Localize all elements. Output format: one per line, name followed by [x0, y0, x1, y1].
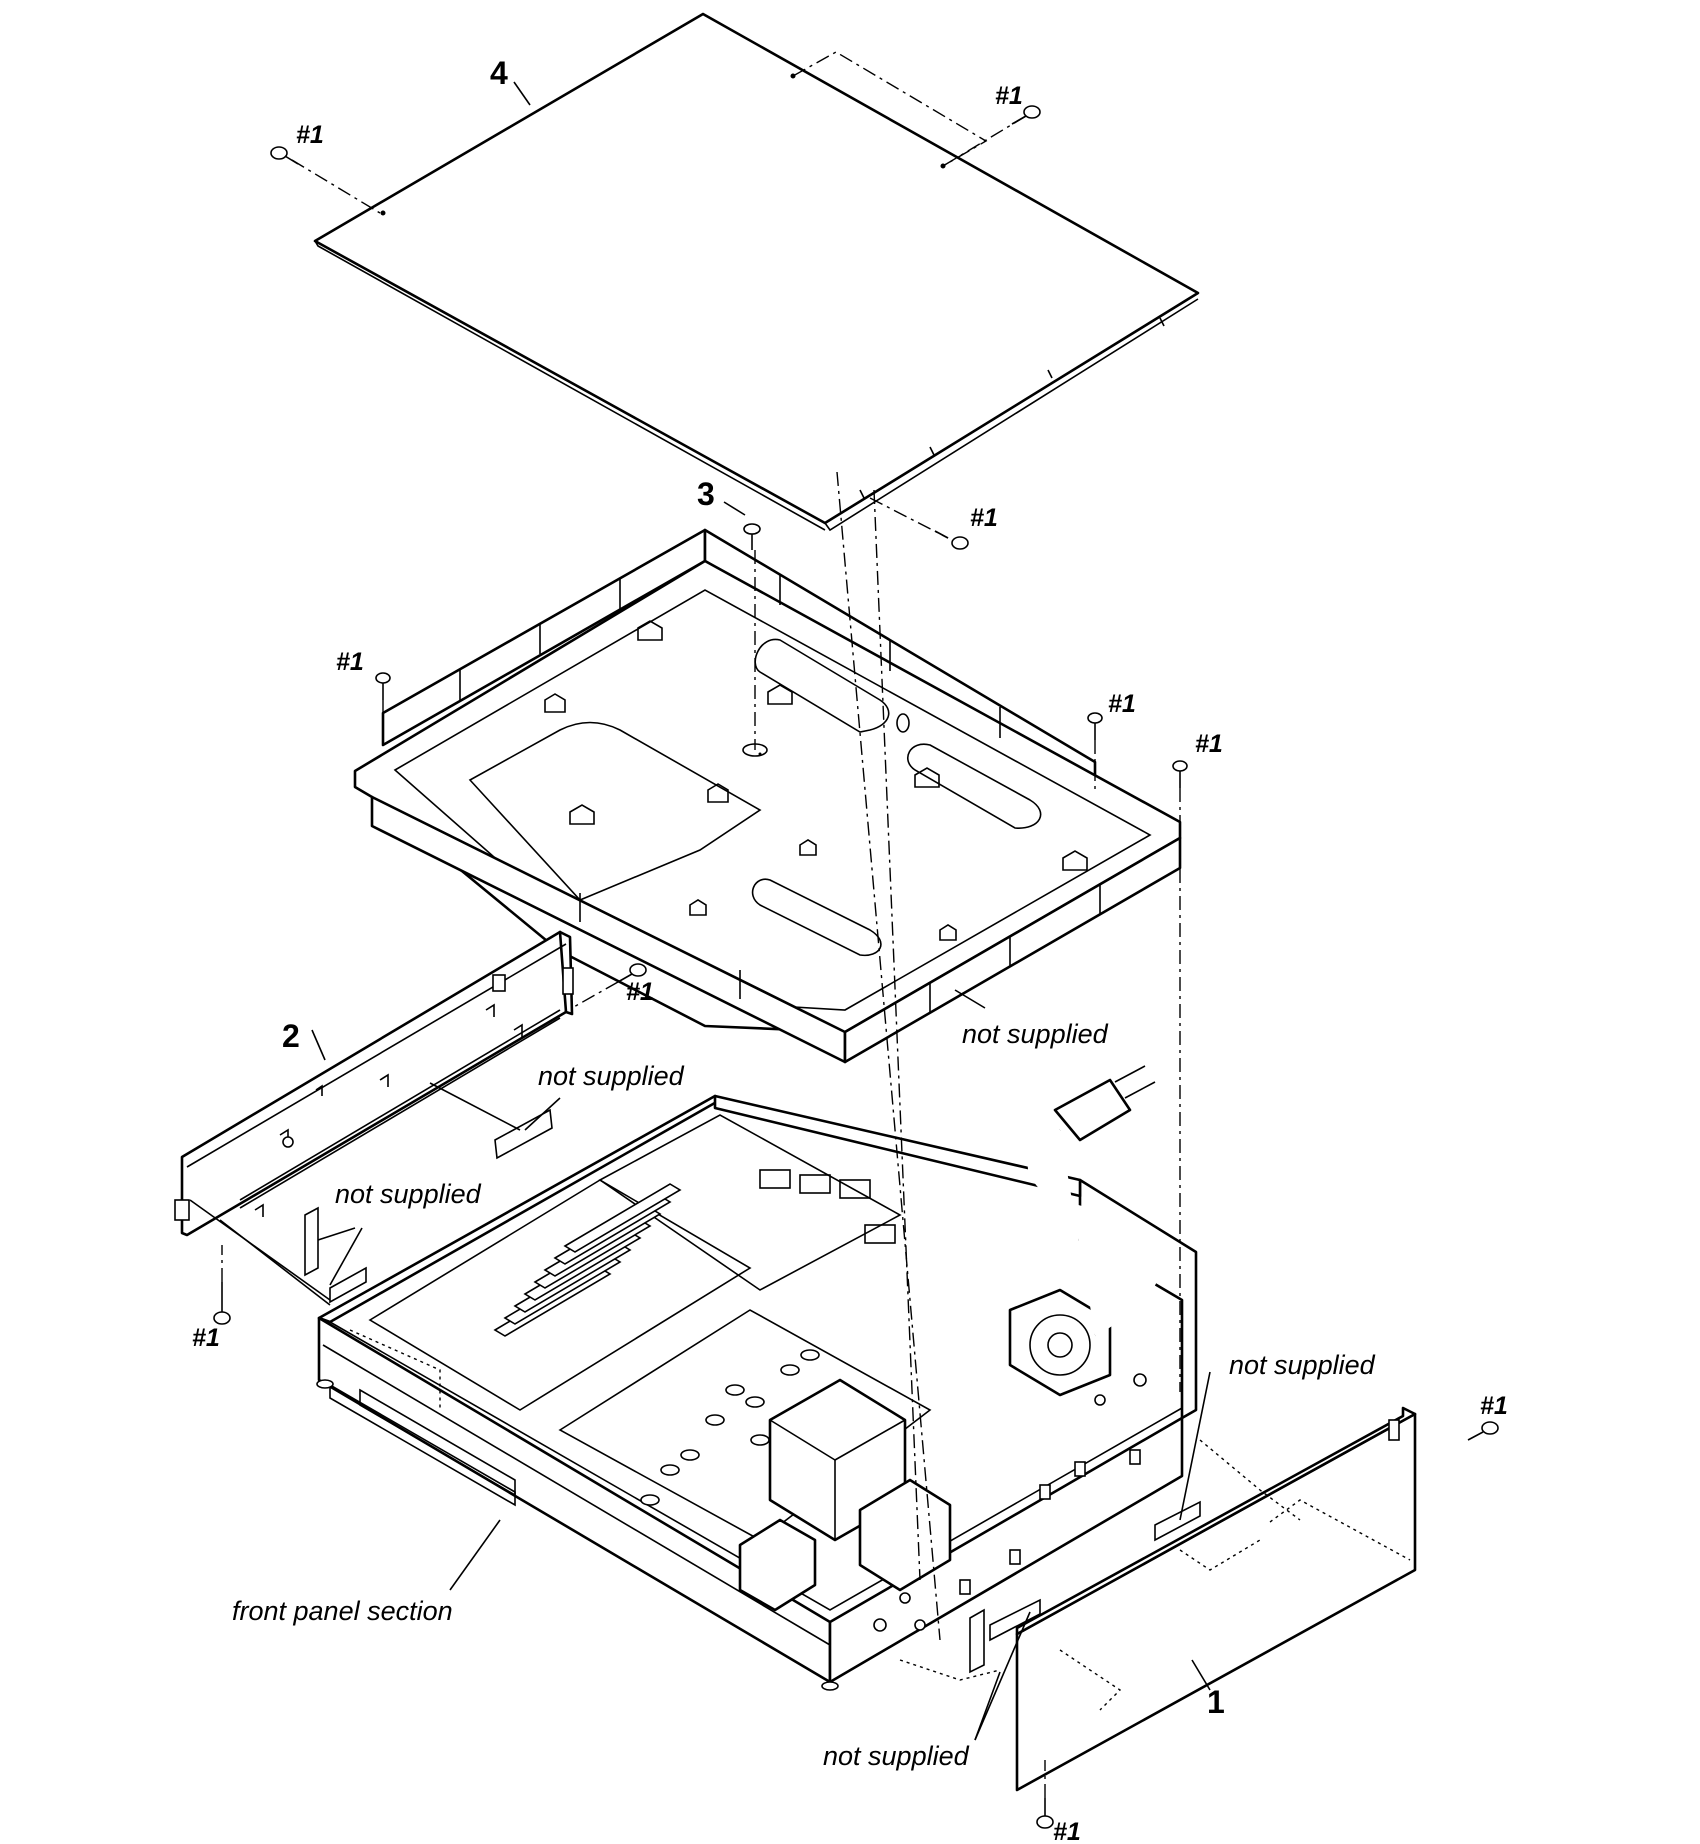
- transformer: [738, 1378, 952, 1612]
- screw-label: #1: [296, 121, 324, 149]
- screw-label: #1: [970, 504, 998, 532]
- power-cord: [1027, 1065, 1162, 1337]
- inner-shield-plate: [353, 528, 1182, 1064]
- screw-side-panel-bottom: [1036, 1760, 1054, 1829]
- screw-plate-left: [375, 672, 391, 745]
- rear-panel: [174, 930, 574, 1237]
- screw-rear-panel-bottom: [213, 1245, 231, 1325]
- callout-3: 3: [697, 476, 715, 512]
- screw-plate-right-2: [1172, 760, 1188, 1392]
- screw-label: #1: [626, 978, 654, 1006]
- screw-label: #1: [1053, 1818, 1081, 1844]
- screw-cover-front: [869, 497, 969, 550]
- heatsink: [493, 1183, 682, 1337]
- note-not-supplied: not supplied: [962, 1019, 1109, 1049]
- labels: 4 3 2 1 #1 #1 #1 #1 #1 #1 #1 #1 #1 #1 no…: [192, 55, 1508, 1844]
- screw-rear-panel-top: [571, 963, 647, 1009]
- note-not-supplied: not supplied: [823, 1741, 970, 1771]
- alignment-line-center: [836, 471, 941, 1641]
- screw-top-right: [792, 51, 1041, 167]
- top-cover-plate: [313, 12, 1200, 532]
- screw-plate-right-1: [1087, 712, 1103, 793]
- screw-label: #1: [336, 648, 364, 676]
- screw-top-left: [270, 146, 381, 214]
- main-chassis: [316, 1094, 1198, 1691]
- screw-label: #1: [1195, 730, 1223, 758]
- cooling-fan: [1008, 1288, 1112, 1397]
- note-not-supplied: not supplied: [538, 1061, 685, 1091]
- screw-label: #1: [995, 82, 1023, 110]
- callout-4: 4: [490, 55, 508, 91]
- screw-label: #1: [192, 1324, 220, 1352]
- leader-lines: [311, 81, 1211, 1741]
- screw-label: #1: [1480, 1392, 1508, 1420]
- alignment-line-center-2: [873, 489, 921, 1581]
- screw-part-3: [743, 523, 761, 750]
- rear-panel-patches: [189, 1199, 367, 1306]
- callout-1: 1: [1207, 1684, 1225, 1720]
- screw-side-panel-right: [1467, 1421, 1499, 1441]
- note-not-supplied: not supplied: [1229, 1350, 1376, 1380]
- callout-2: 2: [282, 1018, 300, 1054]
- screw-label: #1: [1108, 690, 1136, 718]
- side-panel: [899, 1406, 1417, 1792]
- note-front-panel-section: front panel section: [232, 1596, 453, 1626]
- capacitors: [640, 1349, 820, 1506]
- note-not-supplied: not supplied: [335, 1179, 482, 1209]
